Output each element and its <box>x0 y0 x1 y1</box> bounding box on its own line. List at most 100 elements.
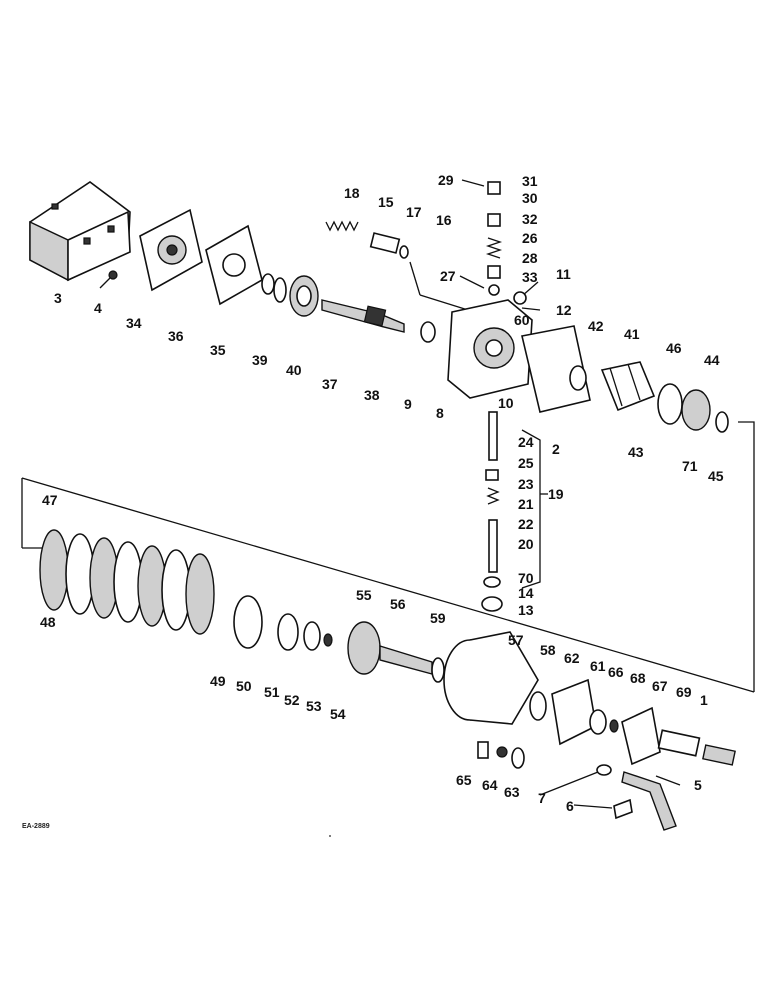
callout-34: 34 <box>126 315 142 331</box>
callout-44: 44 <box>704 352 720 368</box>
callout-8: 8 <box>436 405 444 421</box>
shield-cover-part <box>29 181 131 282</box>
callout-13: 13 <box>518 602 534 618</box>
spring-part <box>325 220 359 232</box>
bearing-63-part <box>511 747 525 769</box>
callout-41: 41 <box>624 326 640 342</box>
callout-50: 50 <box>236 678 252 694</box>
callout-27: 27 <box>440 268 456 284</box>
callout-36: 36 <box>168 328 184 344</box>
callout-5: 5 <box>694 777 702 793</box>
callout-63: 63 <box>504 784 520 800</box>
callout-26: 26 <box>522 230 538 246</box>
pump-housing-part <box>447 299 533 399</box>
callout-31: 31 <box>522 173 538 189</box>
callout-67: 67 <box>652 678 668 694</box>
callout-56: 56 <box>390 596 406 612</box>
callout-45: 45 <box>708 468 724 484</box>
callout-32: 32 <box>522 211 538 227</box>
callout-18: 18 <box>344 185 360 201</box>
callout-57: 57 <box>508 632 524 648</box>
callout-64: 64 <box>482 777 498 793</box>
callout-16: 16 <box>436 212 452 228</box>
callout-33: 33 <box>522 269 538 285</box>
callout-6: 6 <box>566 798 574 814</box>
callout-30: 30 <box>522 190 538 206</box>
ring-66-part <box>609 719 619 733</box>
callout-28: 28 <box>522 250 538 266</box>
seal-42-part <box>569 365 587 391</box>
clutch-pack-part <box>39 529 215 635</box>
callout-35: 35 <box>210 342 226 358</box>
callout-52: 52 <box>284 692 300 708</box>
callout-17: 17 <box>406 204 422 220</box>
callout-70: 70 <box>518 570 534 586</box>
callout-29: 29 <box>438 172 454 188</box>
spring-51-part <box>277 613 299 651</box>
o-ring-small-part <box>399 245 409 259</box>
callout-49: 49 <box>210 673 226 689</box>
housing-gasket-part <box>521 325 591 413</box>
callout-65: 65 <box>456 772 472 788</box>
callout-19: 19 <box>548 486 564 502</box>
callout-54: 54 <box>330 706 346 722</box>
tube-5-part <box>621 771 677 831</box>
bracket-67-part <box>621 706 661 766</box>
callout-10: 10 <box>498 395 514 411</box>
bolt-part <box>99 270 118 289</box>
callout-15: 15 <box>378 194 394 210</box>
callout-59: 59 <box>430 610 446 626</box>
valve-stack-part <box>485 181 527 305</box>
speck-mark <box>329 835 331 837</box>
parts <box>29 181 736 831</box>
valve-spool-part <box>481 411 503 612</box>
ball-64-part <box>496 746 508 758</box>
shaft-1-part <box>702 744 736 766</box>
piston-44-part <box>681 389 711 431</box>
callout-51: 51 <box>264 684 280 700</box>
callout-20: 20 <box>518 536 534 552</box>
washer-52-part <box>303 621 321 651</box>
callout-68: 68 <box>630 670 646 686</box>
callout-62: 62 <box>564 650 580 666</box>
callout-12: 12 <box>556 302 572 318</box>
shaft-69-part <box>657 729 701 757</box>
callout-24: 24 <box>518 434 534 450</box>
callout-66: 66 <box>608 664 624 680</box>
callout-21: 21 <box>518 496 534 512</box>
callout-14: 14 <box>518 585 534 601</box>
callout-11: 11 <box>556 266 571 282</box>
callout-55: 55 <box>356 587 372 603</box>
bearing-part <box>289 275 319 317</box>
callout-53: 53 <box>306 698 322 714</box>
o-ring-part <box>420 321 436 343</box>
callout-4: 4 <box>94 300 102 316</box>
callout-3: 3 <box>54 290 62 306</box>
callout-23: 23 <box>518 476 534 492</box>
drive-shaft-part <box>321 299 405 333</box>
seal-61-part <box>589 709 607 735</box>
callout-25: 25 <box>518 455 534 471</box>
ring-45-part <box>715 411 729 433</box>
cover-62-part <box>551 678 597 746</box>
spring-49-part <box>233 595 263 649</box>
ring-53-part <box>323 633 333 647</box>
callout-7: 7 <box>538 790 546 806</box>
callout-37: 37 <box>322 376 338 392</box>
clutch-housing-part <box>443 631 539 725</box>
callout-46: 46 <box>666 340 682 356</box>
ring-43-part <box>657 383 683 425</box>
callout-61: 61 <box>590 658 606 674</box>
seal-ring-part <box>261 273 275 295</box>
snap-ring-part <box>273 277 287 303</box>
callout-22: 22 <box>518 516 534 532</box>
callout-38: 38 <box>364 387 380 403</box>
callout-47: 47 <box>42 492 58 508</box>
gasket-part <box>205 224 263 306</box>
callout-42: 42 <box>588 318 604 334</box>
grommet-7-part <box>596 764 612 776</box>
callout-48: 48 <box>40 614 56 630</box>
callout-43: 43 <box>628 444 644 460</box>
seal-58-part <box>529 691 547 721</box>
